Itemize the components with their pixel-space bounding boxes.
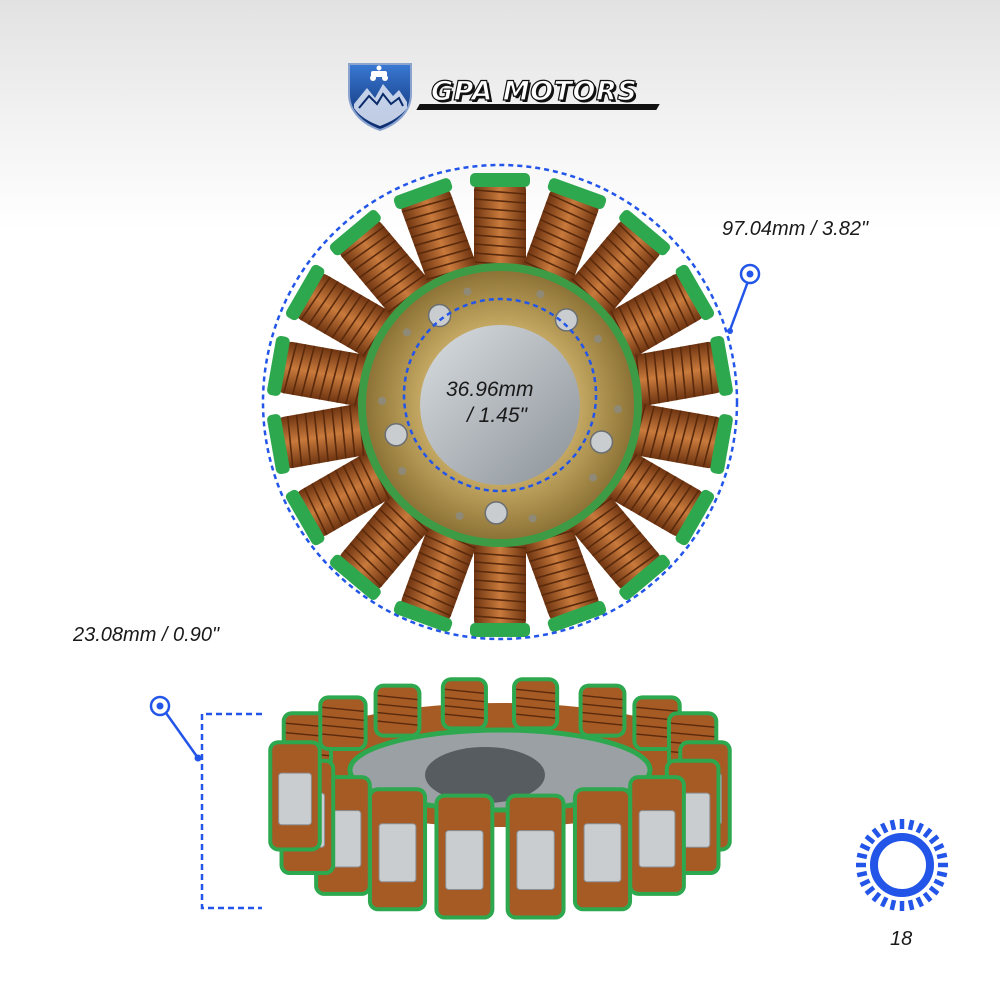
rivet [398, 466, 407, 475]
rivet [593, 335, 602, 344]
side-bore [425, 747, 545, 803]
brand-logo: GPA MOTORS [345, 58, 665, 138]
rivet [403, 328, 412, 337]
bolt-hole [384, 423, 408, 447]
thickness-marker-dot [156, 702, 164, 710]
inner-diameter-label-line2: / 1.45" [467, 404, 527, 427]
side-coil [318, 695, 368, 752]
coil [522, 525, 607, 632]
rivet [536, 290, 545, 299]
bolt-hole [554, 308, 579, 332]
coil [630, 335, 733, 407]
side-coil [434, 793, 495, 920]
rivet [463, 287, 472, 296]
top-coils [267, 173, 733, 637]
outer-diameter-leader-line [728, 275, 752, 331]
coil [630, 404, 733, 475]
rivet [455, 511, 464, 520]
rivet [378, 396, 387, 405]
bolt-hole [427, 303, 452, 328]
side-coil [440, 677, 488, 731]
coil [267, 335, 370, 406]
coil [393, 525, 476, 632]
thickness-label: 23.08mm / 0.90" [73, 624, 220, 646]
side-coil [373, 683, 422, 738]
rivet [613, 405, 622, 414]
thickness-bracket [200, 712, 262, 910]
side-coil [628, 775, 686, 896]
side-coil [268, 740, 322, 852]
leader-end-dot [727, 328, 733, 334]
inner-diameter-dashed-circle [402, 297, 598, 493]
coil [570, 210, 671, 316]
outer-diameter-label: 97.04mm / 3.82" [722, 218, 869, 240]
coil-count-value: 18 [890, 928, 913, 950]
side-coil [578, 683, 627, 738]
coil [285, 264, 394, 357]
coil-count-ring-icon [856, 819, 948, 911]
side-coil [505, 793, 566, 920]
coil [329, 494, 430, 600]
coil [393, 178, 478, 285]
bolt-hole [589, 430, 614, 454]
shield-mountain-atv-icon [348, 63, 412, 132]
side-coil [572, 787, 633, 912]
coil [524, 178, 607, 285]
bolt-holes [378, 287, 622, 525]
side-coil [367, 787, 428, 912]
outer-diameter-marker-dot [746, 270, 754, 278]
inner-diameter-label-line1: 36.96mm [446, 378, 534, 401]
side-coil [512, 677, 560, 731]
rivet [588, 473, 597, 482]
coil [285, 451, 393, 546]
thickness-leader-line [164, 712, 200, 759]
rivet [528, 514, 537, 523]
coil [329, 210, 432, 315]
brand-name: GPA MOTORS [430, 75, 638, 107]
coil [470, 173, 530, 270]
coil [470, 540, 530, 637]
stator-bore [420, 325, 580, 485]
thickness-leader-end-dot [194, 754, 202, 762]
side-front-coils [268, 740, 732, 920]
outer-diameter-dashed-circle [261, 163, 739, 641]
bolt-hole [484, 501, 508, 525]
